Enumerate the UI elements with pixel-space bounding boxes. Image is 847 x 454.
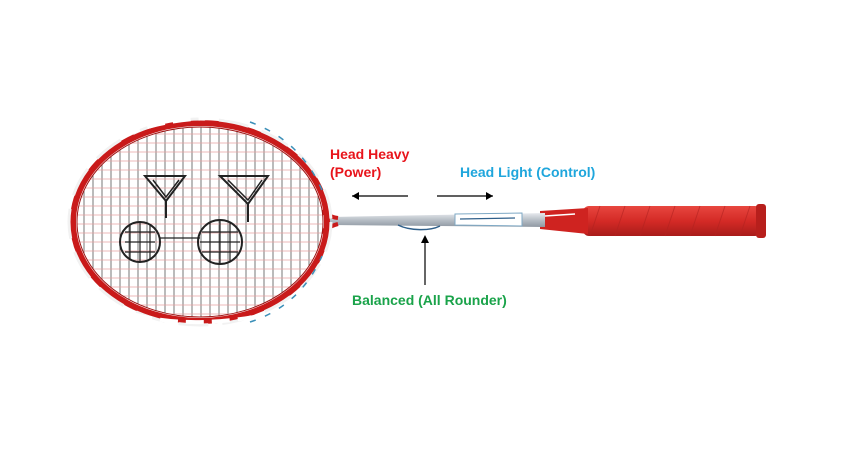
- head-heavy-subtitle: (Power): [330, 164, 382, 180]
- head-heavy-title: Head Heavy: [330, 146, 410, 162]
- head-heavy-label: Head Heavy (Power): [330, 145, 409, 181]
- balanced-label: Balanced (All Rounder): [352, 292, 507, 308]
- racket-handle: [540, 208, 588, 234]
- racket-strings: [77, 127, 323, 317]
- racket-frame: [67, 115, 333, 327]
- head-light-label: Head Light (Control): [460, 164, 596, 180]
- yonex-logo-icon: [119, 175, 270, 265]
- racket-shaft: [330, 212, 545, 231]
- arrow-up-icon: [421, 235, 429, 285]
- racket-grip: [583, 204, 766, 238]
- arrow-right-icon: [437, 192, 493, 200]
- arrow-left-icon: [352, 192, 408, 200]
